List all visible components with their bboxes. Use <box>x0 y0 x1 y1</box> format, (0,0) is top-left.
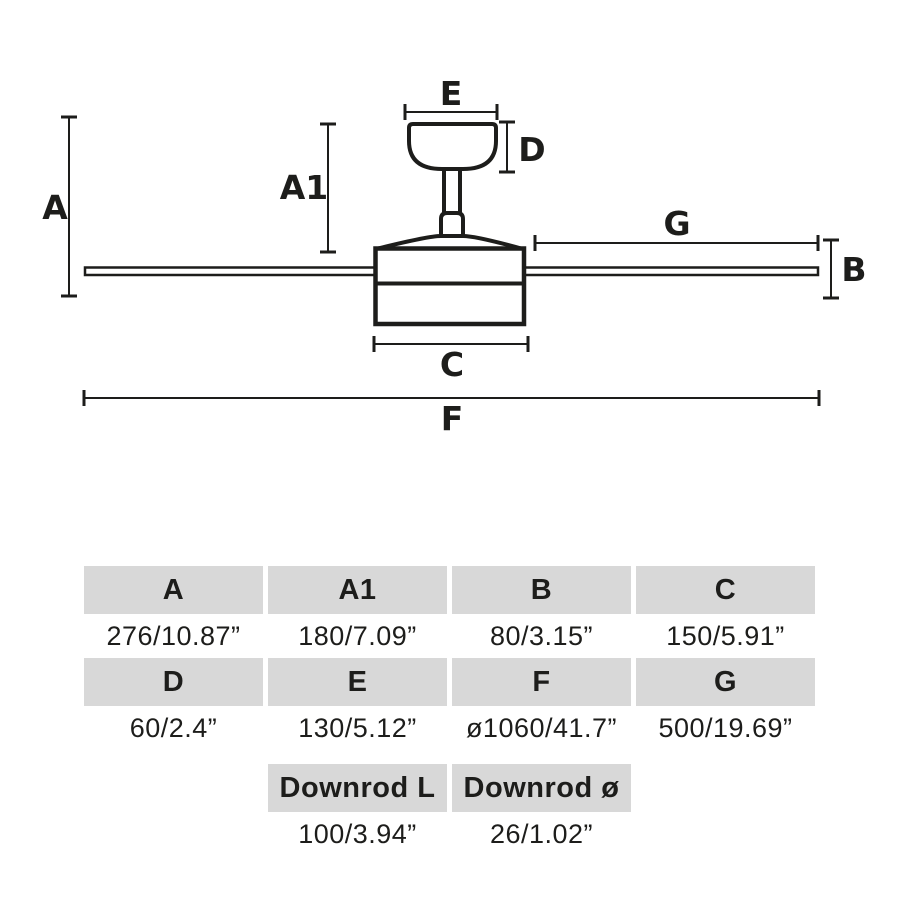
table-header-row-downrod: Downrod L Downrod ø <box>84 764 815 812</box>
value-cell-a1: 180/7.09” <box>298 620 417 651</box>
header-cell-downrod-dia: Downrod ø <box>452 764 631 812</box>
dimension-b-label: B <box>841 250 866 289</box>
header-cell-e: E <box>268 658 447 706</box>
dimension-a: A <box>42 115 77 298</box>
header-cell-a1: A1 <box>268 566 447 614</box>
value-cell-e: 130/5.12” <box>298 712 417 743</box>
value-cell-d: 60/2.4” <box>129 712 218 743</box>
dimension-e: E <box>403 74 499 120</box>
value-cell-c: 150/5.91” <box>666 620 785 651</box>
dimension-c: C <box>372 336 530 384</box>
header-cell-spacer-left <box>84 764 263 812</box>
dimension-a1-label: A1 <box>280 168 329 207</box>
fan-blade-right <box>521 266 820 277</box>
fan-motor-dome <box>374 234 525 251</box>
value-cell-b: 80/3.15” <box>489 620 594 651</box>
dimension-d-label: D <box>518 130 545 169</box>
header-cell-b: B <box>452 566 631 614</box>
value-cell-downrod-dia: 26/1.02” <box>489 818 594 849</box>
fan-motor-body <box>373 246 527 327</box>
value-cell-spacer-right <box>636 812 815 856</box>
fan-canopy <box>407 122 498 171</box>
header-cell-c: C <box>636 566 815 614</box>
header-cell-f: F <box>452 658 631 706</box>
dimension-b: B <box>823 238 867 300</box>
header-cell-d: D <box>84 658 263 706</box>
table-value-row-downrod: 100/3.94” 26/1.02” <box>84 812 815 856</box>
fan-downrod <box>442 165 462 219</box>
table-header-row-1: A A1 B C <box>84 566 815 614</box>
dimension-d: D <box>499 120 546 174</box>
dimension-a1: A1 <box>280 122 336 254</box>
table-value-row-1: 276/10.87” 180/7.09” 80/3.15” 150/5.91” <box>84 614 815 658</box>
table-value-row-2: 60/2.4” 130/5.12” ø1060/41.7” 500/19.69” <box>84 706 815 750</box>
value-cell-g: 500/19.69” <box>658 712 793 743</box>
value-cell-f: ø1060/41.7” <box>465 712 618 743</box>
header-cell-downrod-l: Downrod L <box>268 764 447 812</box>
value-cell-spacer-left <box>84 812 263 856</box>
fan-blade-left <box>83 266 379 277</box>
dimension-f-label: F <box>441 399 464 438</box>
dimension-g-label: G <box>663 204 690 243</box>
dimension-e-label: E <box>440 74 463 113</box>
header-cell-spacer-right <box>636 764 815 812</box>
fan-dimension-diagram: A A1 E D G <box>42 74 867 438</box>
dimension-g: G <box>533 204 820 251</box>
header-cell-a: A <box>84 566 263 614</box>
dimension-f: F <box>82 390 821 438</box>
value-cell-a: 276/10.87” <box>106 620 241 651</box>
header-cell-g: G <box>636 658 815 706</box>
dimension-a-label: A <box>42 188 68 227</box>
table-header-row-2: D E F G <box>84 658 815 706</box>
value-cell-downrod-l: 100/3.94” <box>298 818 417 849</box>
dimension-c-label: C <box>440 345 464 384</box>
